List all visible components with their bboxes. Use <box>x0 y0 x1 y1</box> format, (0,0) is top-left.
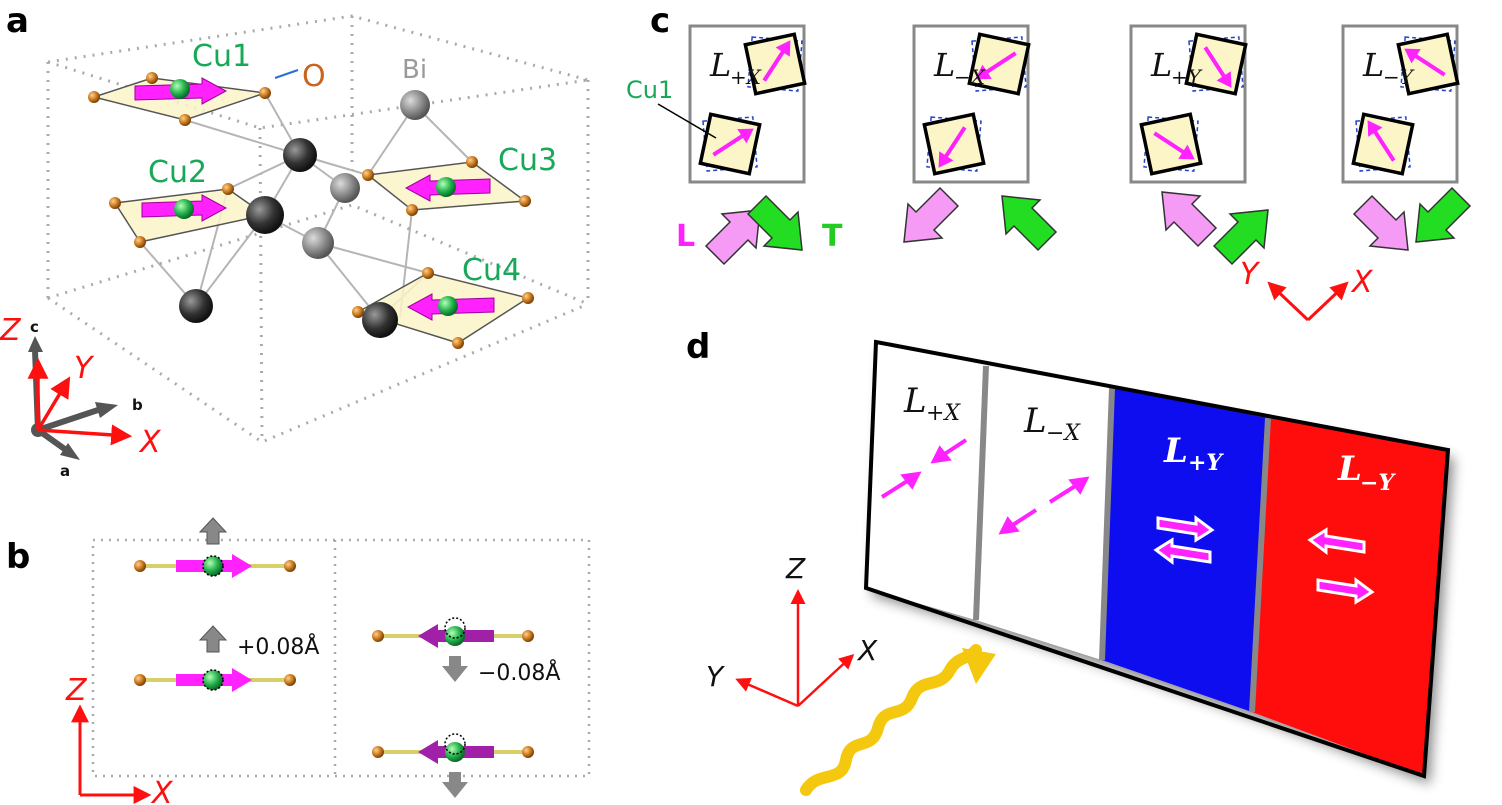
panel-a: a <box>0 1 590 480</box>
label-L-arrow: L <box>676 219 695 254</box>
axis-a: a <box>60 462 70 480</box>
axes-c <box>1267 281 1349 322</box>
domain-d-3-sub: −Y <box>1360 470 1396 496</box>
domain-d-1-sub: −X <box>1046 421 1081 446</box>
cu-square <box>1351 112 1415 176</box>
panel-b: b +0.08Å <box>6 517 591 805</box>
chain-right-top <box>372 617 534 682</box>
axis-X-c: X <box>1350 265 1374 300</box>
axis-X-b: X <box>150 776 174 805</box>
label-bismuth: Bi <box>402 55 427 85</box>
axes-a <box>27 336 133 460</box>
slab-outline <box>863 339 1451 779</box>
cu-square <box>743 32 807 96</box>
domain-c-sub: +X <box>730 65 762 89</box>
panel-d: d L +X L −X L +Y L −Y <box>686 327 1451 796</box>
axis-X-a: X <box>138 425 162 460</box>
domain-walls <box>973 365 1271 713</box>
cu1-pointer <box>657 103 717 139</box>
axis-Z-a: Z <box>0 313 22 348</box>
displacement-down: −0.08Å <box>478 659 560 686</box>
axis-X-d: X <box>856 634 878 667</box>
domain-c-label: L <box>1150 46 1172 84</box>
label-T-arrow: T <box>822 219 843 254</box>
domain-box-3: L−Y <box>1341 24 1460 184</box>
domain-box-2: L+Y <box>1129 24 1248 184</box>
domain-c-sub: −Y <box>1383 65 1415 89</box>
axes-d <box>735 589 855 708</box>
chain-left-top <box>134 517 296 578</box>
axes-b <box>71 704 152 804</box>
domain-box-0: L+X <box>688 24 807 184</box>
label-cu1-c: Cu1 <box>626 76 673 104</box>
domain-d-2-sub: +Y <box>1188 450 1224 476</box>
spin-arrows-d <box>880 438 1090 535</box>
domain-c-label: L <box>933 46 955 84</box>
cu-square <box>922 112 986 176</box>
domain-c-label: L <box>709 46 731 84</box>
panel-letter-d: d <box>686 327 710 367</box>
chain-left-bottom <box>134 625 296 692</box>
label-oxygen: O <box>302 59 326 94</box>
domain-box-1: L−X <box>912 24 1031 184</box>
unit-cell-box <box>46 14 590 444</box>
cu-square <box>698 112 762 176</box>
domain-d-1-main: L <box>1023 401 1047 441</box>
chain-right-bottom <box>372 733 534 798</box>
axis-b: b <box>132 396 143 414</box>
axis-Z-b: Z <box>65 673 88 708</box>
lt-arrows <box>704 186 1472 266</box>
axis-Y-c: Y <box>1240 257 1261 292</box>
panel-letter-a: a <box>6 1 29 41</box>
panel-b-frame <box>91 538 591 778</box>
cu-square <box>1184 32 1248 96</box>
domain-d-0-sub: +X <box>926 401 961 426</box>
bismuth-atoms <box>179 90 430 338</box>
displacement-up: +0.08Å <box>237 633 319 660</box>
cu-square <box>967 32 1031 96</box>
axis-Y-d: Y <box>706 660 725 693</box>
domain-c-label: L <box>1362 46 1384 84</box>
axis-Z-d: Z <box>785 552 806 585</box>
axis-c: c <box>30 318 39 336</box>
domain-d-0-main: L <box>903 381 927 421</box>
cu-atoms <box>134 77 495 321</box>
panel-letter-c: c <box>650 1 670 41</box>
domain-d-3-main: L <box>1337 449 1362 489</box>
domain-c-sub: −X <box>954 65 986 89</box>
cu-square <box>1139 112 1203 176</box>
label-cu2: Cu2 <box>148 155 207 190</box>
light-beam <box>800 644 982 796</box>
domain-d-2-main: L <box>1163 431 1188 471</box>
cu-square <box>1396 32 1460 96</box>
label-cu1: Cu1 <box>192 39 251 74</box>
spin-pairs-d <box>1153 515 1375 605</box>
domain-c-sub: +Y <box>1171 65 1203 89</box>
panel-letter-b: b <box>6 537 30 577</box>
label-cu4: Cu4 <box>462 253 521 288</box>
axis-Y-a: Y <box>74 351 95 386</box>
light-beam-head <box>962 648 996 684</box>
label-cu3: Cu3 <box>498 143 557 178</box>
